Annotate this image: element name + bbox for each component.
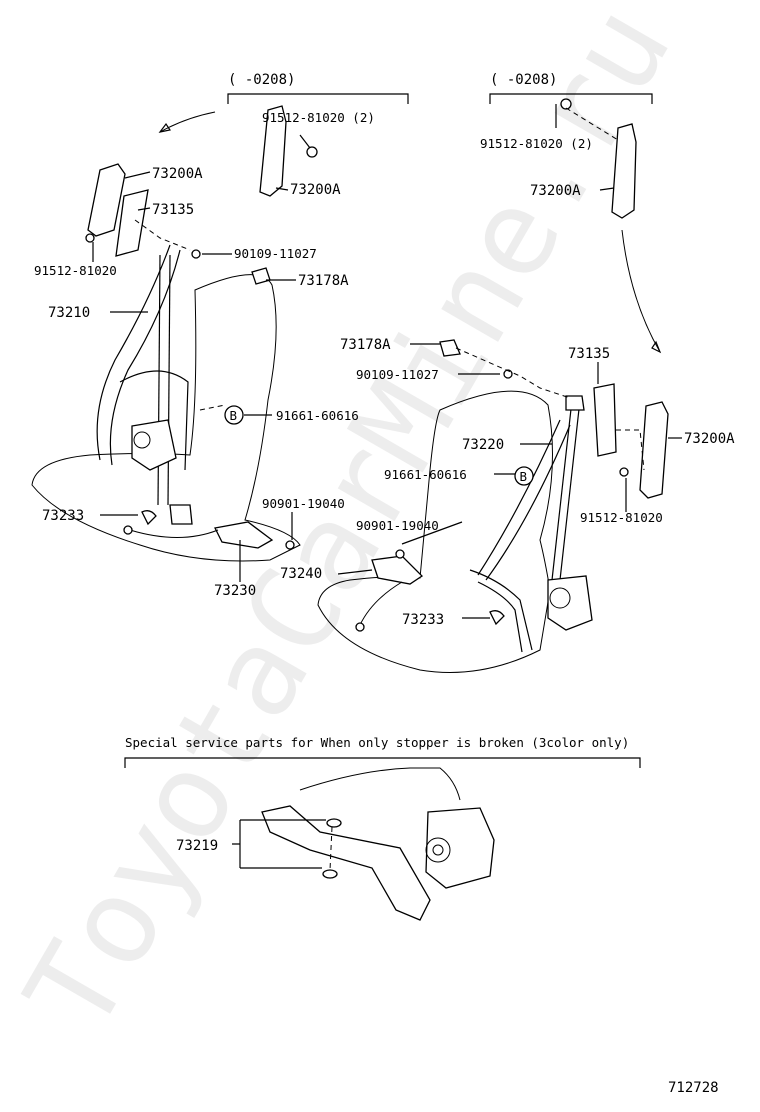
label-73200a-right: 73200A bbox=[684, 431, 735, 447]
label-91512-81020-2-right: 91512-81020 (2) bbox=[480, 136, 593, 151]
special-note: Special service parts for When only stop… bbox=[125, 735, 629, 750]
range-bracket-left: ( -0208) bbox=[158, 72, 409, 133]
stopper-pin bbox=[326, 818, 342, 828]
retractor-left bbox=[131, 419, 177, 471]
label-73210: 73210 bbox=[48, 305, 90, 321]
retractor-special bbox=[425, 807, 495, 889]
marker-b-right bbox=[514, 466, 534, 486]
right-seatbelt-assembly bbox=[317, 98, 669, 673]
left-seatbelt-assembly bbox=[31, 105, 318, 562]
label-90109-11027-left: 90109-11027 bbox=[234, 246, 317, 261]
range-label-right: ( -0208) bbox=[490, 72, 557, 88]
label-90901-19040-left: 90901-19040 bbox=[262, 496, 345, 511]
watermark: ToyotaCarMine.ru bbox=[0, 0, 698, 1055]
label-91661-60616-right: 91661-60616 bbox=[384, 467, 467, 482]
special-parts-section: Special service parts for When only stop… bbox=[124, 735, 641, 921]
label-73220: 73220 bbox=[462, 437, 504, 453]
marker-b-left-text: B bbox=[230, 408, 238, 423]
label-73233-left: 73233 bbox=[42, 508, 84, 524]
adjuster-bracket-left bbox=[87, 163, 126, 237]
buckle-73230 bbox=[214, 521, 274, 549]
label-90109-11027-right: 90109-11027 bbox=[356, 367, 439, 382]
cover-73233-right bbox=[489, 610, 505, 626]
cap-73178a-left bbox=[251, 267, 271, 285]
upper-bracket-left bbox=[259, 105, 287, 197]
cover-73135-left bbox=[115, 189, 149, 257]
cover-73233-left bbox=[141, 510, 157, 526]
label-73178a-left: 73178A bbox=[298, 273, 349, 289]
label-73200a-top-left: 73200A bbox=[152, 166, 203, 182]
range-bracket-right: ( -0208) bbox=[489, 72, 662, 354]
leaders-right bbox=[337, 104, 682, 619]
retractor-right bbox=[547, 575, 593, 631]
adjuster-bracket-right bbox=[639, 401, 669, 499]
marker-b-left bbox=[224, 405, 244, 425]
upper-bracket-right bbox=[611, 123, 637, 219]
label-73135-left: 73135 bbox=[152, 202, 194, 218]
label-73178a-right: 73178A bbox=[340, 337, 391, 353]
figure-id: 712728 bbox=[668, 1080, 719, 1096]
stopper-belt bbox=[261, 805, 431, 921]
range-label-left: ( -0208) bbox=[228, 72, 295, 88]
marker-b-right-text: B bbox=[520, 469, 528, 484]
label-73200a-top-right: 73200A bbox=[530, 183, 581, 199]
label-73200a-mid-left: 73200A bbox=[290, 182, 341, 198]
cap-73178a-right bbox=[439, 339, 461, 357]
leaders-left bbox=[92, 134, 311, 582]
cover-73135-right bbox=[593, 383, 617, 457]
label-73230: 73230 bbox=[214, 583, 256, 599]
label-91512-81020-left: 91512-81020 bbox=[34, 263, 117, 278]
label-91512-81020-right: 91512-81020 bbox=[580, 510, 663, 525]
label-91661-60616-left: 91661-60616 bbox=[276, 408, 359, 423]
label-90901-19040-right: 90901-19040 bbox=[356, 518, 439, 533]
stopper-washer bbox=[322, 869, 338, 879]
label-73240: 73240 bbox=[280, 566, 322, 582]
part-labels: 91512-81020 (2) 73200A 73135 73200A 9010… bbox=[34, 110, 735, 1096]
label-73219: 73219 bbox=[176, 838, 218, 854]
label-91512-81020-2-left: 91512-81020 (2) bbox=[262, 110, 375, 125]
label-73233-right: 73233 bbox=[402, 612, 444, 628]
label-73135-right: 73135 bbox=[568, 346, 610, 362]
